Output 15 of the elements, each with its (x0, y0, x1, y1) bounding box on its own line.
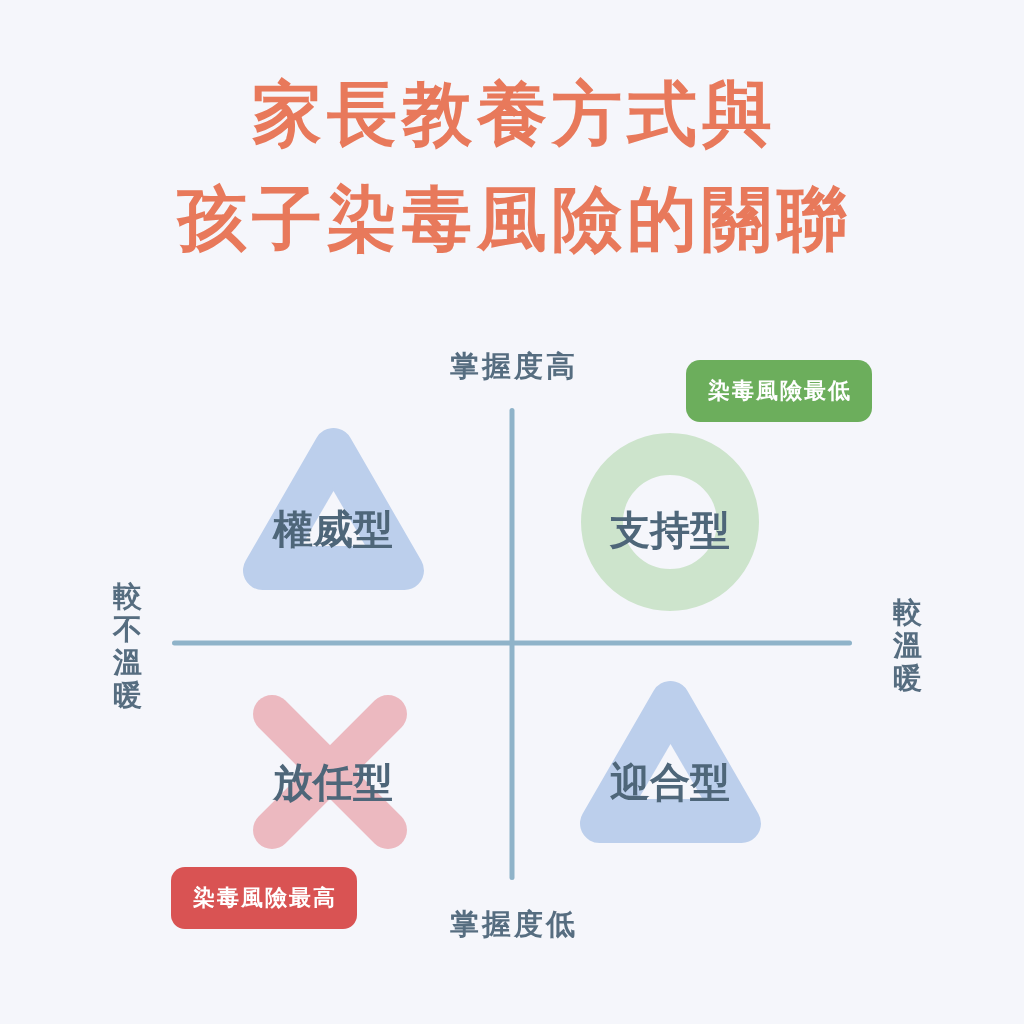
axis-label: 較溫暖 (892, 595, 922, 695)
axis-label: 較不溫暖 (112, 580, 142, 712)
risk-badge: 染毒風險最高 (171, 867, 357, 929)
axis-label: 掌握度高 (448, 350, 578, 384)
parenting-style-label: 放任型 (273, 760, 393, 804)
axis-label: 掌握度低 (448, 908, 578, 942)
ring-shape (581, 433, 759, 611)
parenting-style-label: 支持型 (610, 508, 730, 552)
triangle-shape (580, 681, 761, 843)
triangle-shape (243, 428, 424, 590)
parenting-style-label: 迎合型 (610, 760, 730, 804)
title: 家長教養方式與孩子染毒風險的關聯 (175, 72, 852, 262)
risk-badge: 染毒風險最低 (686, 360, 872, 422)
cross-shape (253, 695, 407, 849)
parenting-style-label: 權威型 (273, 507, 393, 551)
